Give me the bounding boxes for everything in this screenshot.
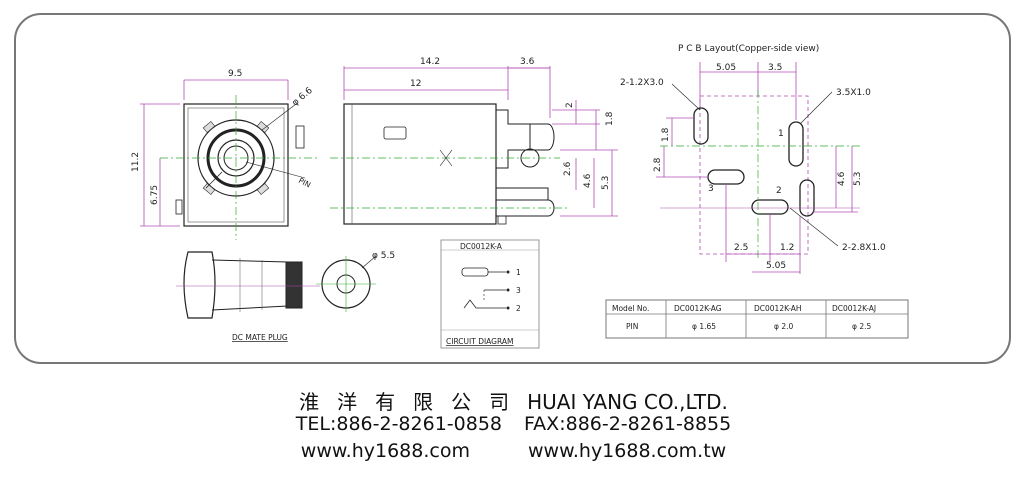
pcb-slot-c: 2-2.8X1.0 [842, 243, 886, 253]
pcb-slot-b: 3.5X1.0 [836, 88, 871, 98]
pcb-dim-4-6: 4.6 [837, 171, 847, 186]
dim-1-8: 1.8 [605, 111, 615, 126]
table-cell-ag: φ 1.65 [692, 322, 716, 331]
dim-12: 12 [410, 79, 421, 89]
table-header-aj: DC0012K-AJ [832, 304, 876, 313]
dim-2-6: 2.6 [563, 161, 573, 176]
pcb-dim-1-8: 1.8 [661, 127, 671, 142]
dim-dia-5-5: φ 5.5 [372, 251, 395, 261]
pin-label: PIN [297, 176, 312, 190]
circuit-diagram: DC0012K-A 1 3 2 CIRCUIT DIAGRAM [440, 239, 540, 349]
dim-5-3: 5.3 [601, 176, 611, 190]
dim-11-2: 11.2 [131, 152, 141, 172]
pcb-dim-5-05-bottom: 5.05 [766, 261, 786, 271]
front-view: 9.5 φ 6.6 PIN 11.2 6.75 [131, 69, 320, 240]
contact-line: TEL:886-2-8261-0858 FAX:886-2-8261-8855 [0, 413, 1027, 435]
dim-6-75: 6.75 [150, 185, 160, 205]
table-cell-ah: φ 2.0 [774, 322, 793, 331]
pcb-layout: P C B Layout(Copper-side view) 5.05 3.5 … [620, 44, 886, 274]
pcb-dim-5-3: 5.3 [853, 172, 863, 186]
fax-number: FAX:886-2-8261-8855 [524, 413, 732, 435]
dim-3-6: 3.6 [520, 57, 535, 67]
dim-14-2: 14.2 [420, 57, 440, 67]
dim-2: 2 [565, 102, 575, 108]
circuit-pin-2: 2 [516, 304, 521, 313]
pcb-pad-2: 2 [776, 186, 782, 196]
company-name-line: 淮洋有限公司HUAI YANG CO.,LTD. [0, 386, 1027, 415]
pcb-dim-5-05-top: 5.05 [716, 63, 736, 73]
circuit-pin-1: 1 [516, 268, 521, 277]
pcb-title: P C B Layout(Copper-side view) [678, 44, 819, 54]
table-header-ah: DC0012K-AH [754, 304, 802, 313]
circuit-title: DC0012K-A [460, 242, 503, 251]
company-name-en: HUAI YANG CO.,LTD. [527, 390, 728, 414]
dim-4-6: 4.6 [583, 173, 593, 188]
website-link-tw[interactable]: www.hy1688.com.tw [527, 440, 727, 462]
pcb-dim-2-5: 2.5 [734, 243, 748, 253]
pcb-pad-3: 3 [708, 184, 714, 194]
dc-mate-plug-label: DC MATE PLUG [232, 333, 288, 342]
pcb-slot-a: 2-1.2X3.0 [620, 78, 664, 88]
dc-mate-plug: DC MATE PLUG φ 5.5 [176, 251, 395, 342]
model-table: Model No. DC0012K-AG DC0012K-AH DC0012K-… [605, 299, 909, 339]
pcb-dim-1-2: 1.2 [780, 243, 794, 253]
dim-9-5: 9.5 [228, 69, 242, 79]
dim-dia-6-6: φ 6.6 [291, 86, 315, 109]
pcb-pad-1: 1 [778, 129, 784, 139]
table-cell-aj: φ 2.5 [852, 322, 871, 331]
company-name-cn: 淮洋有限公司 [299, 390, 528, 414]
pcb-dim-3-5: 3.5 [768, 63, 782, 73]
side-view: 14.2 12 3.6 2 1.8 2.6 4.6 5.3 [330, 57, 618, 225]
circuit-caption: CIRCUIT DIAGRAM [446, 337, 514, 346]
website-line: www.hy1688.com www.hy1688.com.tw [0, 440, 1027, 462]
table-header-model: Model No. [612, 304, 649, 313]
website-link-com[interactable]: www.hy1688.com [300, 440, 470, 462]
circuit-pin-3: 3 [516, 286, 521, 295]
table-cell-pin: PIN [626, 322, 638, 331]
drawing-frame [14, 13, 1011, 364]
table-header-ag: DC0012K-AG [674, 304, 722, 313]
pcb-dim-2-8: 2.8 [653, 157, 663, 172]
tel-number: TEL:886-2-8261-0858 [295, 413, 502, 435]
